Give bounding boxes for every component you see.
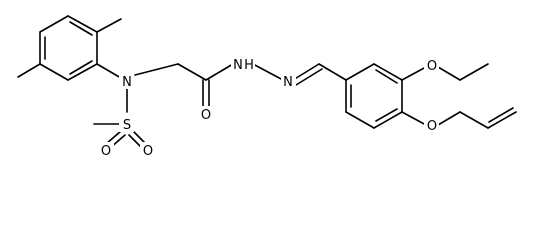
ring-to-ethoxy-o-bond [401,66,427,81]
allyl-o-to-ch2-bond [437,111,461,126]
ethoxy-ch2-to-ch3-bond [459,63,489,81]
molecule-diagram: N S O O O N H N O O [17,15,517,159]
methyl-left-bond [17,63,41,78]
atom-n-hydrazide-2-label: N [283,75,293,90]
allyl-ch2-to-ch-bond [459,111,489,129]
atom-o-sulfonyl-right: O [140,142,155,159]
carbonyl-to-nh-bond [205,63,234,81]
atom-o-allyloxy: O [424,117,439,134]
atom-n-amine: N [119,73,134,90]
atom-o-sulfonyl-right-label: O [143,144,153,159]
atom-n-hydrazide-1-label: N [233,58,243,73]
ch-to-ring-bond [318,63,347,81]
atom-o-carbonyl-label: O [201,108,211,123]
atom-o-ethoxy: O [424,57,439,74]
atom-o-ethoxy-label: O [427,59,437,74]
atom-s-sulfonyl-label: S [123,118,131,133]
atom-n-amine-label: N [122,75,132,90]
atom-n-hydrazide-2: N [281,73,296,90]
imine-double-bond [292,63,323,86]
ring-to-n-bond [96,63,122,79]
atom-h-hydrazide-label: H [244,58,254,73]
ethoxy-o-to-ch2-bond [437,66,461,81]
allyl-double-bond [487,107,517,129]
dimethylphenyl-ring [39,15,98,81]
nh-to-n-bond [252,63,284,81]
atom-o-sulfonyl-left: O [99,142,114,159]
ch2-to-carbonyl-bond [177,63,207,81]
atom-o-carbonyl: O [198,106,213,123]
benzylidene-ring [345,63,403,129]
structure-canvas: N S O O O N H N O O [17,15,517,159]
s-o-right-double-bond [128,130,147,149]
atom-o-allyloxy-label: O [427,119,437,134]
methyl-top-bond [96,18,122,33]
atom-s-sulfonyl: S [119,116,134,133]
carbonyl-double-bond [202,79,210,107]
ring-to-allyl-o-bond [401,111,427,126]
atom-o-sulfonyl-left-label: O [101,144,111,159]
atom-nh-hydrazide: N H [231,56,255,73]
n-to-ch2-bond [134,63,179,76]
